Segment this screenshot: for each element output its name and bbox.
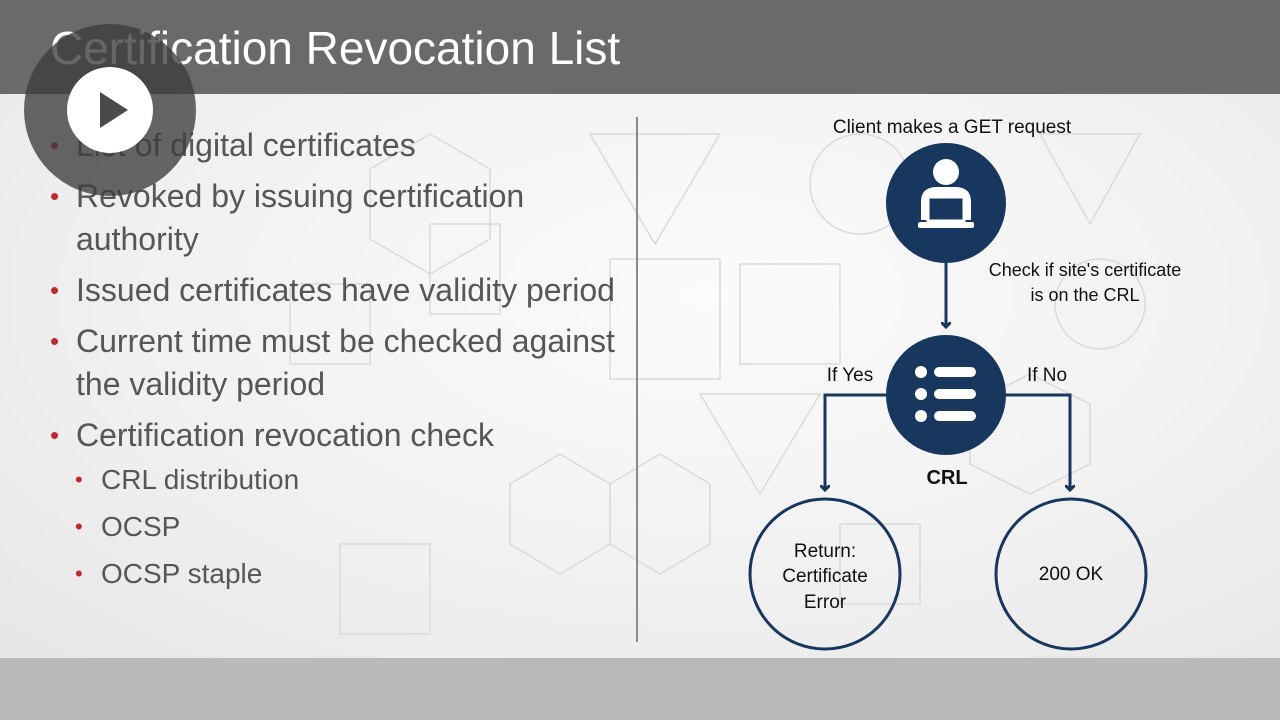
list-icon (915, 366, 976, 422)
crl-label: CRL (926, 467, 967, 489)
if-no-label: If No (1027, 365, 1067, 386)
client-node (886, 143, 1006, 263)
if-yes-label: If Yes (827, 365, 874, 386)
client-caption: Client makes a GET request (833, 117, 1072, 138)
player-bottom-bar (0, 658, 1280, 720)
error-text-line3: Error (804, 592, 847, 613)
bullet-item: Issued certificates have validity period (50, 269, 620, 312)
play-button-inner[interactable] (67, 67, 153, 153)
user-at-computer-icon (918, 159, 974, 228)
error-text-line1: Return: (794, 541, 856, 562)
check-caption-line1: Check if site's certificate (989, 260, 1182, 280)
sub-bullet-item: CRL distribution (75, 461, 620, 499)
slide: Certification Revocation List List of di… (0, 0, 1280, 658)
crl-node (886, 335, 1006, 455)
play-icon (100, 92, 128, 128)
sub-bullet-item: OCSP staple (75, 555, 620, 593)
play-button[interactable] (24, 24, 196, 196)
ok-result-node: 200 OK (994, 497, 1148, 651)
error-result-node: Return: Certificate Error (748, 497, 902, 651)
arrow-no-branch (1006, 393, 1070, 490)
sub-bullet-item: OCSP (75, 508, 620, 546)
bullet-item: Certification revocation check (50, 414, 620, 457)
error-text-line2: Certificate (782, 566, 868, 587)
bullet-item: Current time must be checked against the… (50, 320, 620, 406)
ok-text: 200 OK (1039, 564, 1104, 585)
arrow-yes-branch (825, 393, 886, 490)
check-caption-line2: is on the CRL (1030, 285, 1139, 305)
column-divider (636, 117, 638, 642)
crl-flow-diagram: Client makes a GET request Check if site… (748, 117, 1182, 651)
